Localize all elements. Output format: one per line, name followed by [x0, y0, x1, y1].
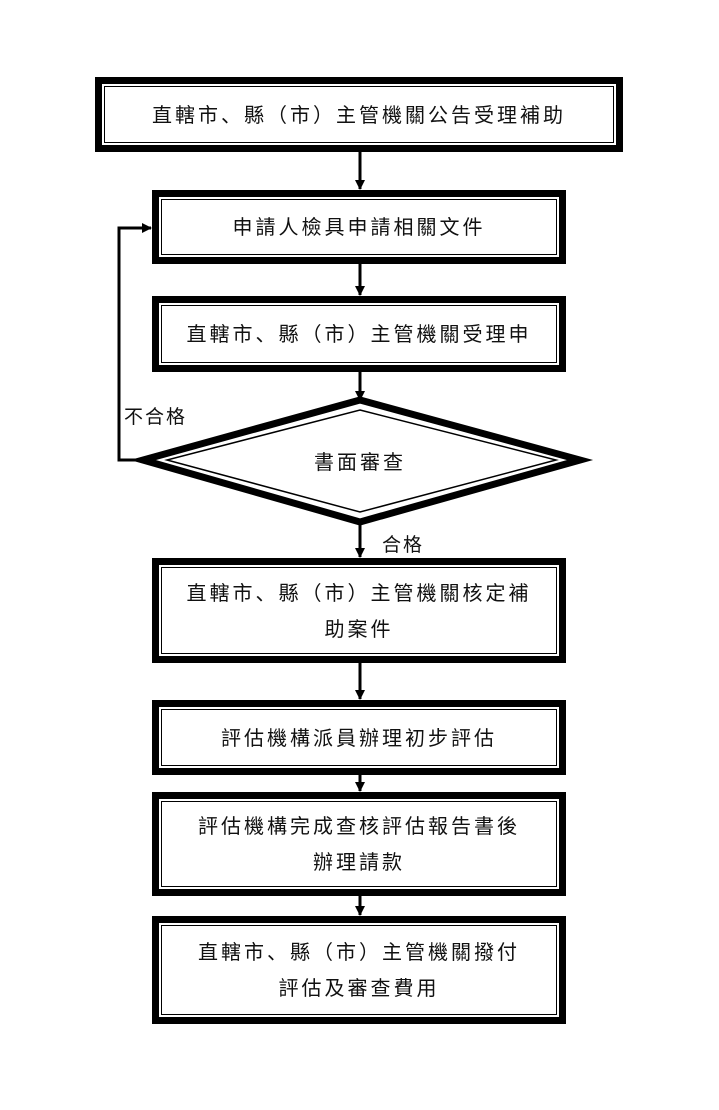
- step-accept-box: 直轄市、縣（市）主管機關受理申: [152, 296, 566, 372]
- step-disburse-label-line1: 直轄市、縣（市）主管機關撥付: [198, 940, 520, 964]
- step-announce-label: 直轄市、縣（市）主管機關公告受理補助: [152, 102, 566, 127]
- pass-label: 合格: [382, 534, 425, 556]
- review-label: 書面審查: [314, 450, 406, 474]
- step-submit-label: 申請人檢具申請相關文件: [232, 215, 486, 239]
- step-payment-request-label-line2: 辦理請款: [313, 850, 405, 874]
- step-approve-label-line1: 直轄市、縣（市）主管機關核定補: [186, 580, 532, 605]
- fail-label: 不合格: [124, 406, 188, 428]
- review-diamond-outer: [130, 396, 594, 526]
- step-approve-box: 直轄市、縣（市）主管機關核定補 助案件: [152, 558, 566, 663]
- step-payment-request-box: 評估機構完成查核評估報告書後 辦理請款: [152, 792, 566, 896]
- step-approve-label-line2: 助案件: [324, 616, 394, 641]
- step-disburse-box: 直轄市、縣（市）主管機關撥付 評估及審查費用: [152, 916, 566, 1024]
- review-diamond-inner: [164, 409, 559, 513]
- step-accept-label: 直轄市、縣（市）主管機關受理申: [186, 322, 532, 346]
- step-preliminary-label: 評估機構派員辦理初步評估: [221, 725, 497, 750]
- step-disburse-label-line2: 評估及審查費用: [278, 976, 440, 1000]
- step-payment-request-label-line1: 評估機構完成查核評估報告書後: [198, 814, 520, 838]
- step-submit-box: 申請人檢具申請相關文件: [152, 190, 566, 264]
- step-announce-box: 直轄市、縣（市）主管機關公告受理補助: [95, 77, 623, 152]
- step-preliminary-box: 評估機構派員辦理初步評估: [152, 700, 566, 775]
